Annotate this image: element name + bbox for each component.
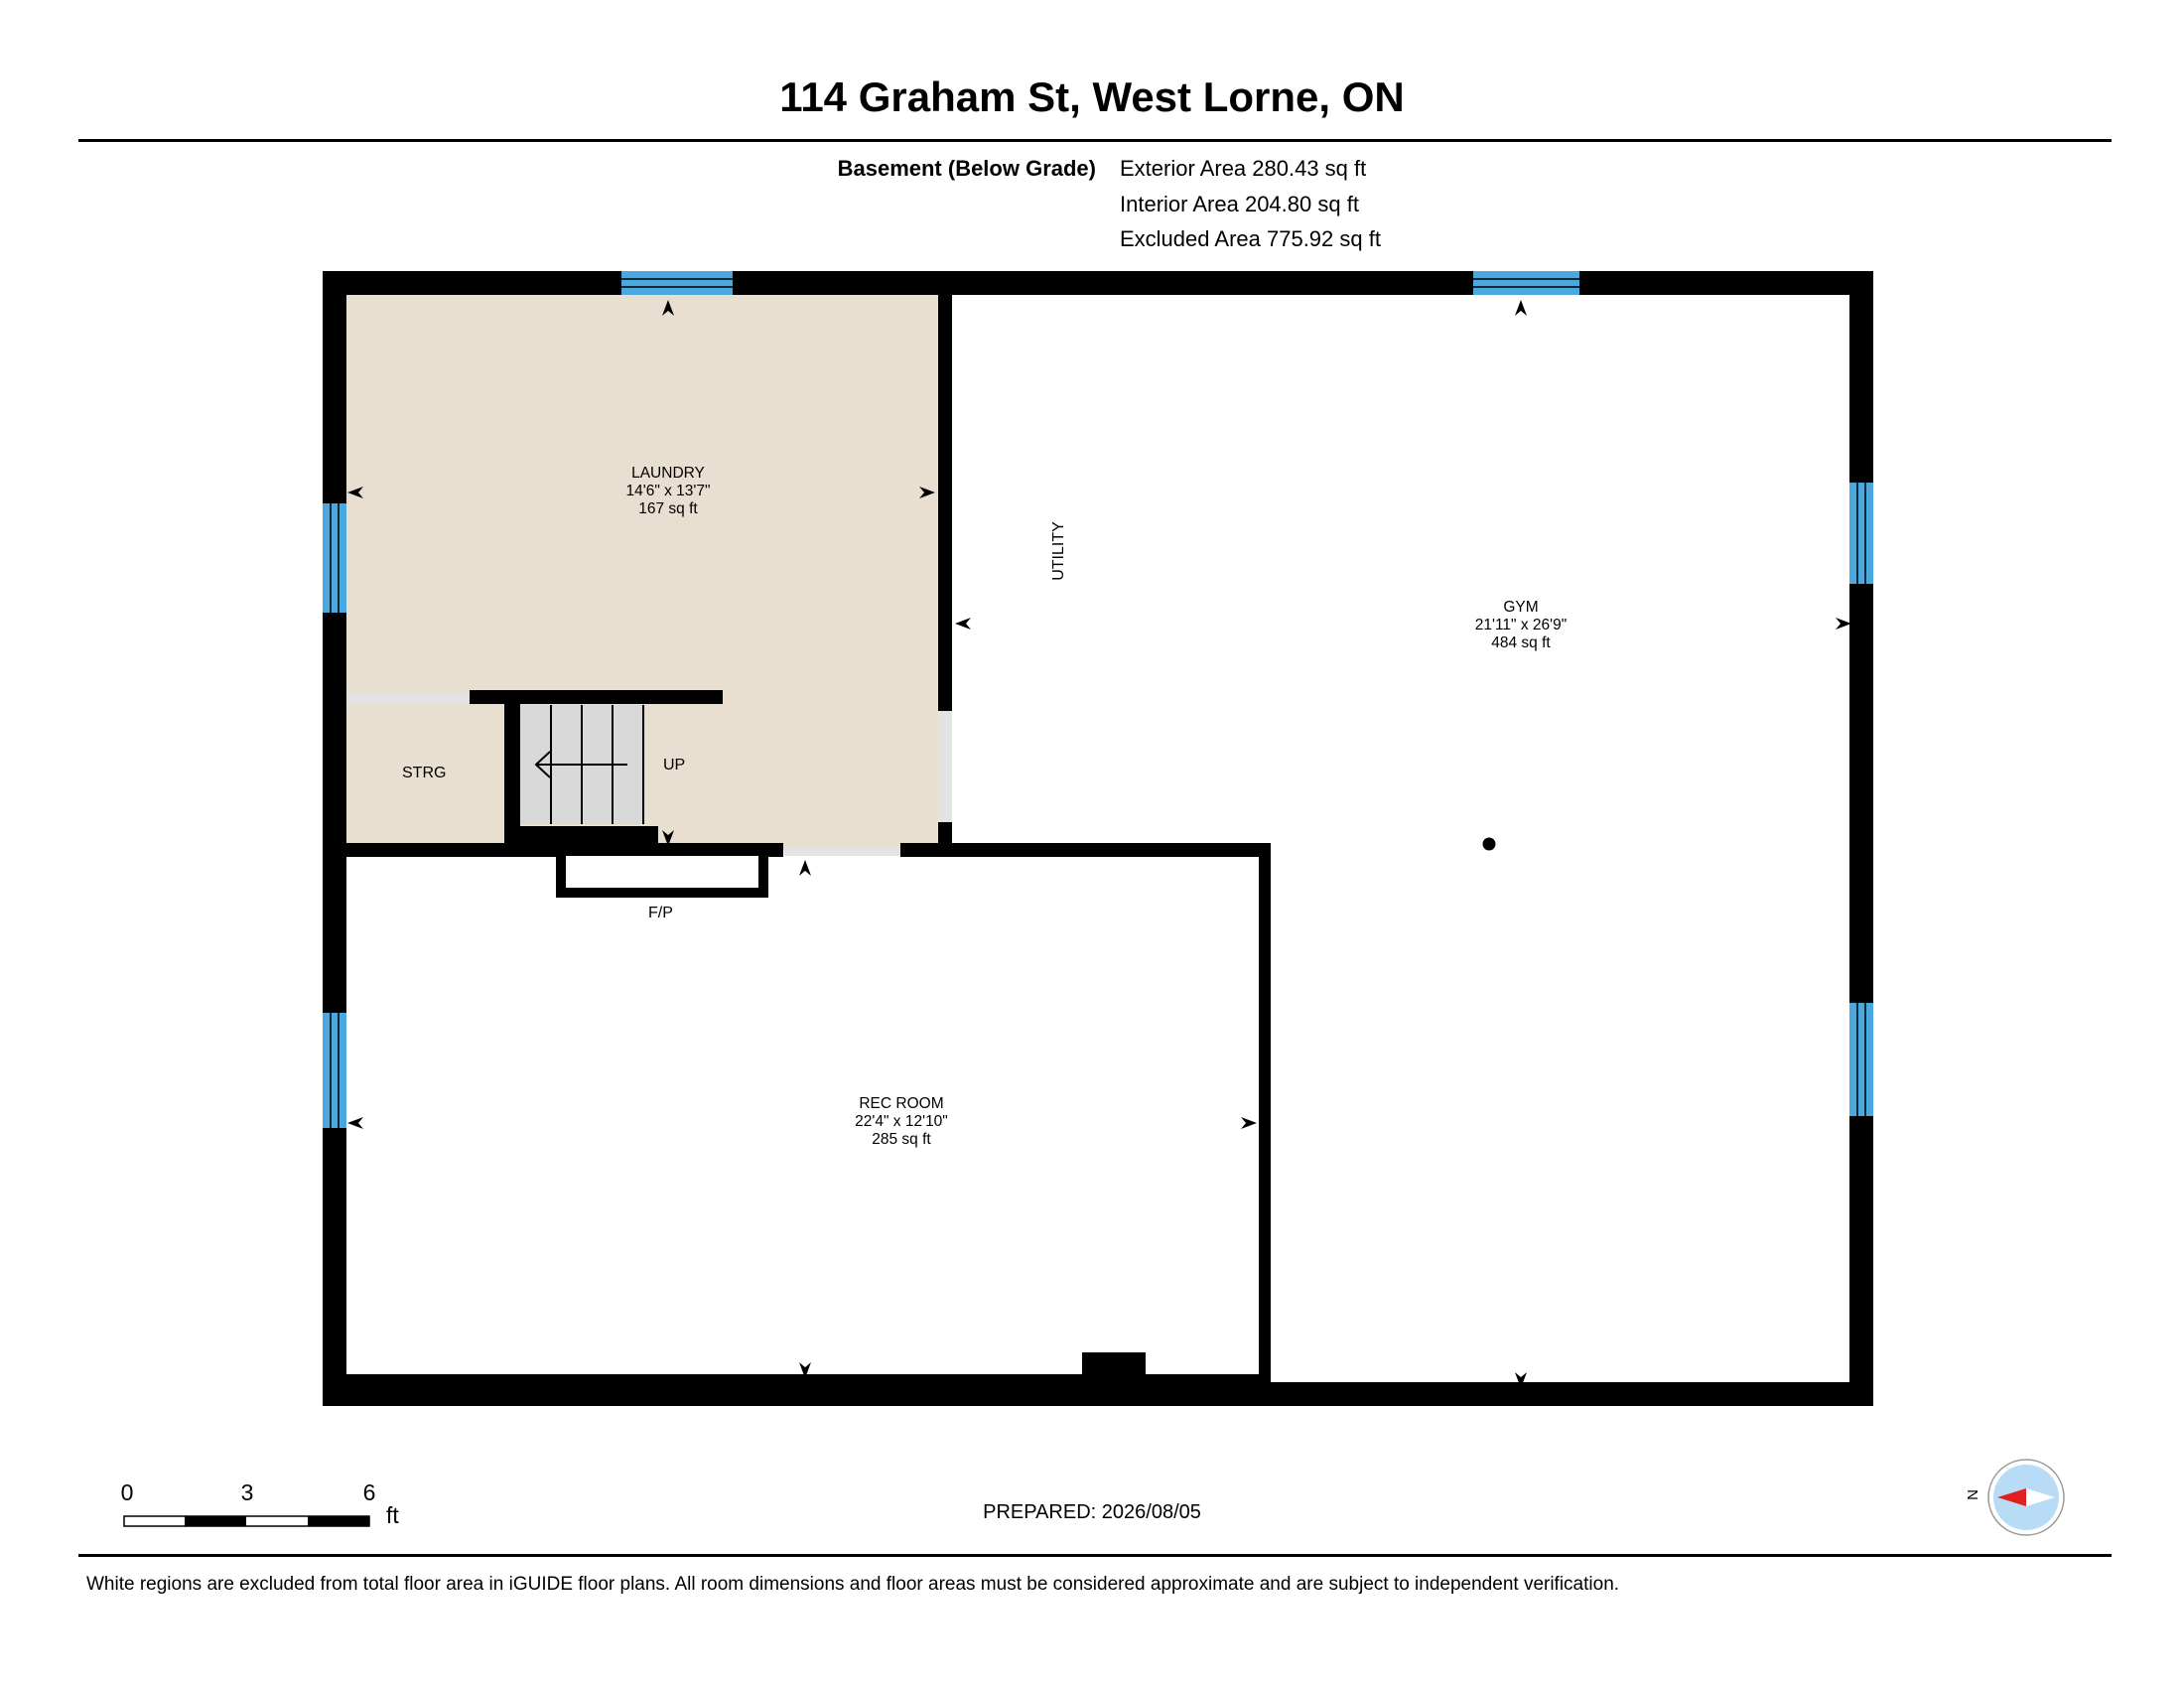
room-name: REC ROOM <box>859 1095 944 1112</box>
window <box>1849 1003 1873 1116</box>
room-dims: 22'4" x 12'10" <box>855 1113 948 1130</box>
wall-rec-gym <box>1259 843 1271 1384</box>
header-rule <box>78 139 2112 142</box>
level-name: Basement (Below Grade) <box>837 156 1096 181</box>
room-laundry: LAUNDRY 14'6" x 13'7" 167 sq ft <box>625 465 710 518</box>
wall-column <box>1082 1352 1146 1384</box>
wall-bottom-inner <box>346 1374 1262 1384</box>
stairs-up-label: UP <box>663 757 686 774</box>
room-name: GYM <box>1503 599 1539 616</box>
arrow-marker-icon <box>662 300 674 316</box>
scale-tick-6: 6 <box>362 1479 376 1505</box>
arrow-marker-icon <box>347 1117 363 1129</box>
wall-right <box>1849 271 1873 1406</box>
arrow-marker-icon <box>1241 1117 1257 1129</box>
stairs-arrow-icon <box>534 751 627 778</box>
arrow-marker-icon <box>1515 300 1527 316</box>
arrow-marker-icon <box>1836 618 1851 630</box>
room-dims: 21'11" x 26'9" <box>1474 617 1568 633</box>
wall-left <box>323 271 346 1406</box>
scale-tick-0: 0 <box>120 1479 134 1505</box>
window <box>323 1013 346 1128</box>
arrow-marker-icon <box>955 618 971 630</box>
utility-label: UTILITY <box>1050 521 1067 581</box>
window <box>1849 483 1873 584</box>
scale-bar <box>123 1515 370 1527</box>
wall-storage-side <box>504 701 520 850</box>
arrow-marker-icon <box>919 487 935 498</box>
arrow-marker-icon <box>1515 1372 1527 1388</box>
window <box>1473 271 1579 295</box>
compass-icon <box>1987 1459 2065 1536</box>
plan-title: 114 Graham St, West Lorne, ON <box>779 73 1405 120</box>
room-name: LAUNDRY <box>631 465 705 482</box>
storage-label: STRG <box>402 765 447 781</box>
wall-top <box>323 271 1873 295</box>
exterior-area: Exterior Area 280.43 sq ft <box>1120 156 1367 181</box>
arrow-marker-icon <box>799 1362 811 1378</box>
window <box>323 503 346 613</box>
room-rec-room: REC ROOM 22'4" x 12'10" 285 sq ft <box>855 1095 948 1149</box>
door-opening-rec <box>784 848 901 856</box>
arrow-marker-icon <box>662 830 674 846</box>
room-dims: 14'6" x 13'7" <box>625 483 711 499</box>
arrow-marker-icon <box>799 860 811 876</box>
wall-laundry-utility <box>938 294 952 711</box>
room-area: 285 sq ft <box>872 1131 931 1148</box>
wall-rec-top <box>900 843 1266 857</box>
wall-bottom <box>323 1382 1873 1406</box>
room-area: 167 sq ft <box>638 500 698 517</box>
fireplace <box>556 846 768 898</box>
excluded-area: Excluded Area 775.92 sq ft <box>1120 226 1381 251</box>
wall-storage-top <box>470 690 723 704</box>
scale-tick-3: 3 <box>240 1479 254 1505</box>
window <box>621 271 733 295</box>
arrow-marker-icon <box>347 487 363 498</box>
room-area: 484 sq ft <box>1491 634 1551 651</box>
fireplace-label: F/P <box>648 905 673 921</box>
room-gym: GYM 21'11" x 26'9" 484 sq ft <box>1475 599 1567 652</box>
footer-rule <box>78 1554 2112 1557</box>
north-label: N <box>1964 1489 1981 1500</box>
interior-area: Interior Area 204.80 sq ft <box>1120 192 1359 216</box>
door-opening-storage <box>346 693 470 705</box>
disclaimer: White regions are excluded from total fl… <box>86 1574 1620 1595</box>
scale-unit: ft <box>386 1502 399 1528</box>
prepared-date: PREPARED: 2026/08/05 <box>983 1501 1201 1523</box>
floor-drain <box>1482 837 1496 851</box>
door-opening-utility <box>938 711 952 822</box>
